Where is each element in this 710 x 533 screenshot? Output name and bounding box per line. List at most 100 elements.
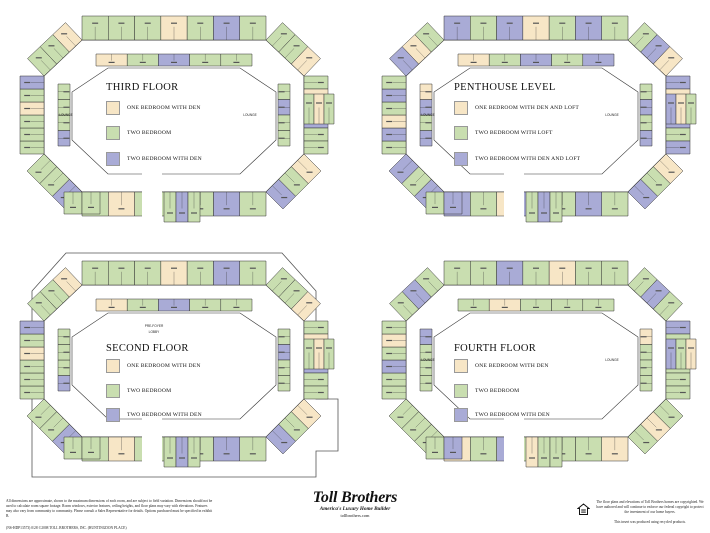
- room-label-mark: [197, 22, 204, 24]
- room-label-mark: [171, 22, 177, 24]
- room-label-mark: [139, 306, 146, 308]
- brand-tagline: America's Luxury Home Builder: [319, 506, 391, 512]
- room-wall: [634, 36, 644, 47]
- room-label-mark: [249, 267, 256, 269]
- room-label-mark: [249, 208, 256, 210]
- room-label-mark: [397, 416, 404, 418]
- room-wall: [646, 172, 657, 183]
- room-label-mark: [432, 451, 438, 453]
- room-label-mark: [63, 122, 70, 124]
- room-wall: [66, 281, 76, 292]
- room-label-mark: [35, 416, 42, 418]
- room-label-mark: [425, 91, 432, 93]
- room-label-mark: [223, 267, 230, 269]
- courtyard: [433, 67, 639, 175]
- courtyard: [433, 312, 639, 420]
- room-label-mark: [506, 22, 513, 24]
- room-label-mark: [24, 352, 31, 355]
- room-label-mark: [306, 171, 313, 173]
- room-wall: [659, 305, 669, 316]
- room-label-mark: [585, 22, 592, 24]
- room-label-mark: [223, 453, 230, 455]
- room-label-mark: [642, 278, 649, 280]
- room-label-mark: [171, 306, 177, 308]
- room-label-mark: [640, 351, 647, 353]
- room-label-mark: [48, 184, 55, 186]
- room-label-mark: [529, 212, 535, 214]
- legend-swatch: [454, 359, 468, 373]
- room-label-mark: [306, 102, 312, 104]
- room-label-mark: [386, 81, 393, 84]
- room-label-mark: [317, 391, 324, 394]
- legend-label: ONE BEDROOM WITH DEN: [127, 105, 201, 111]
- room-label-mark: [317, 81, 324, 84]
- room-label-mark: [679, 81, 686, 84]
- room-label-mark: [61, 278, 68, 280]
- room-label-mark: [249, 453, 256, 455]
- room-label-mark: [450, 206, 456, 208]
- legend-swatch: [106, 126, 120, 140]
- room-label-mark: [655, 45, 662, 47]
- area-label: LOUNGE: [243, 113, 256, 117]
- room-label-mark: [317, 326, 324, 329]
- room-label-mark: [454, 267, 461, 269]
- room-label-mark: [640, 122, 647, 124]
- room-wall: [53, 172, 64, 183]
- room-wall: [428, 281, 438, 292]
- room-label-mark: [326, 347, 332, 349]
- room-label-mark: [585, 453, 592, 455]
- room-wall: [659, 405, 670, 415]
- room-label-mark: [35, 302, 42, 304]
- room-label-mark: [171, 267, 177, 269]
- room-label-mark: [233, 306, 240, 308]
- room-label-mark: [118, 453, 125, 455]
- document-code: (NS-HDP13573) 0/28 ©2008 TOLL BROTHERS, …: [6, 526, 127, 530]
- entry-gap: [504, 417, 524, 465]
- room-label-mark: [611, 208, 618, 210]
- room-label-mark: [63, 91, 70, 93]
- room-label-mark: [585, 208, 592, 210]
- legend-label: TWO BEDROOM WITH DEN: [475, 412, 550, 418]
- room-label-mark: [425, 122, 432, 124]
- room-label-mark: [317, 133, 324, 136]
- room-label-mark: [197, 267, 204, 269]
- room-label-mark: [559, 453, 566, 455]
- room-label-mark: [410, 184, 417, 186]
- room-label-mark: [679, 391, 686, 394]
- area-label: PRE-FOYER: [145, 324, 164, 328]
- room-label-mark: [233, 61, 240, 63]
- room-label-mark: [108, 61, 115, 63]
- room-label-mark: [24, 391, 31, 394]
- room-label-mark: [480, 22, 487, 24]
- copyright-block: The floor plans and elevations of Toll B…: [594, 500, 706, 524]
- brand-url[interactable]: tollbrothers.com: [340, 513, 370, 518]
- room-wall: [297, 60, 307, 71]
- room-label-mark: [179, 457, 185, 459]
- disclaimer: All dimensions are approximate, shown to…: [6, 499, 214, 530]
- legend-two-bedroom: TWO BEDROOM WITH LOFT: [454, 126, 553, 140]
- room-label-mark: [197, 453, 204, 455]
- room-label-mark: [553, 457, 559, 459]
- room-wall: [66, 36, 76, 47]
- room-label-mark: [281, 441, 288, 444]
- room-label-mark: [529, 457, 535, 459]
- room-label-mark: [92, 267, 99, 269]
- room-label-mark: [281, 196, 288, 199]
- room-wall: [646, 417, 657, 428]
- room-label-mark: [640, 91, 647, 93]
- room-label-mark: [668, 57, 675, 59]
- legend-swatch: [106, 408, 120, 422]
- room-label-mark: [541, 457, 547, 459]
- room-label-mark: [480, 208, 487, 210]
- room-label-mark: [278, 351, 285, 353]
- room-label-mark: [280, 33, 287, 35]
- room-label-mark: [144, 22, 151, 24]
- room-label-mark: [679, 326, 686, 329]
- room-label-mark: [410, 45, 417, 47]
- room-label-mark: [48, 429, 55, 431]
- room-label-mark: [386, 339, 393, 342]
- copyright-text: The floor plans and elevations of Toll B…: [596, 500, 704, 514]
- room-label-mark: [611, 267, 618, 269]
- room-label-mark: [118, 208, 125, 210]
- room-label-mark: [668, 302, 675, 304]
